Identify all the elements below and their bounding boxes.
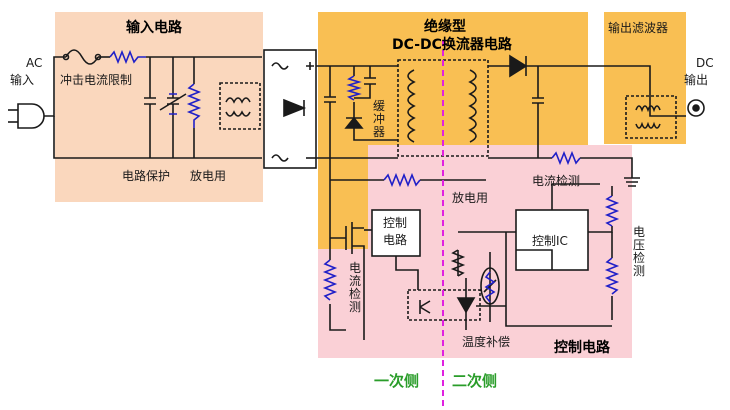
- isolated-title-line1: 绝缘型: [424, 19, 466, 35]
- dc-output-label: 输出: [684, 73, 709, 87]
- input-choke-box: [219, 82, 261, 130]
- temperature-compensation-label: 温度补偿: [462, 335, 511, 349]
- output-choke-box: [625, 95, 677, 139]
- primary-control-label-2: 电路: [383, 233, 408, 247]
- control-ic-label: 控制IC: [532, 234, 568, 248]
- voltage-divider-top-icon: [604, 195, 620, 227]
- current-sense-out-resistor-icon: [551, 150, 581, 166]
- primary-current-sense-resistor-icon: [322, 259, 338, 301]
- discharge-label: 放电用: [190, 169, 227, 183]
- inrush-resistor-icon: [109, 49, 146, 65]
- output-filter-title: 输出滤波器: [608, 21, 669, 35]
- voltage-divider-bottom-icon: [604, 257, 620, 295]
- snubber-resistor-icon: [346, 75, 362, 101]
- input-circuit-title: 输入电路: [126, 20, 182, 36]
- ac-plug-icon: [17, 103, 45, 129]
- primary-control-label-1: 控制: [383, 216, 408, 230]
- primary-control-box: [371, 209, 421, 257]
- inrush-limit-label: 冲击电流限制: [60, 73, 133, 87]
- thermistor-element-icon: [484, 271, 496, 303]
- isolated-dcdc-region-lower: [318, 145, 368, 249]
- thermistor-icon: [480, 267, 500, 305]
- discharge-resistor-2-icon: [383, 172, 421, 188]
- control-circuit-title: 控制电路: [554, 340, 610, 356]
- output-filter-region: [604, 12, 686, 144]
- input-circuit-region: [55, 12, 263, 202]
- dc-label: DC: [696, 56, 714, 70]
- varistor-icon: [169, 93, 177, 115]
- fuse-icon: [65, 49, 99, 65]
- bridge-rectifier-box: [263, 49, 317, 169]
- isolated-title-line2: DC-DC换流器电路: [392, 37, 512, 53]
- voltage-detect-label: 电压检测: [632, 225, 645, 278]
- secondary-side-label: 二次侧: [452, 372, 498, 390]
- current-detect-output-label: 电流检测: [532, 174, 581, 188]
- feedback-resistor-icon: [450, 249, 466, 277]
- primary-side-label: 一次侧: [374, 372, 420, 390]
- ac-input-label: 输入: [10, 73, 35, 87]
- snubber-label: 缓冲器: [372, 99, 385, 139]
- dc-output-terminal-icon: [687, 99, 705, 117]
- discharge-secondary-label: 放电用: [452, 191, 489, 205]
- discharge-resistor-icon: [186, 83, 202, 128]
- current-detect-primary-label: 电流检测: [348, 261, 361, 314]
- ac-label: AC: [26, 56, 43, 70]
- circuit-protection-label: 电路保护: [122, 169, 171, 183]
